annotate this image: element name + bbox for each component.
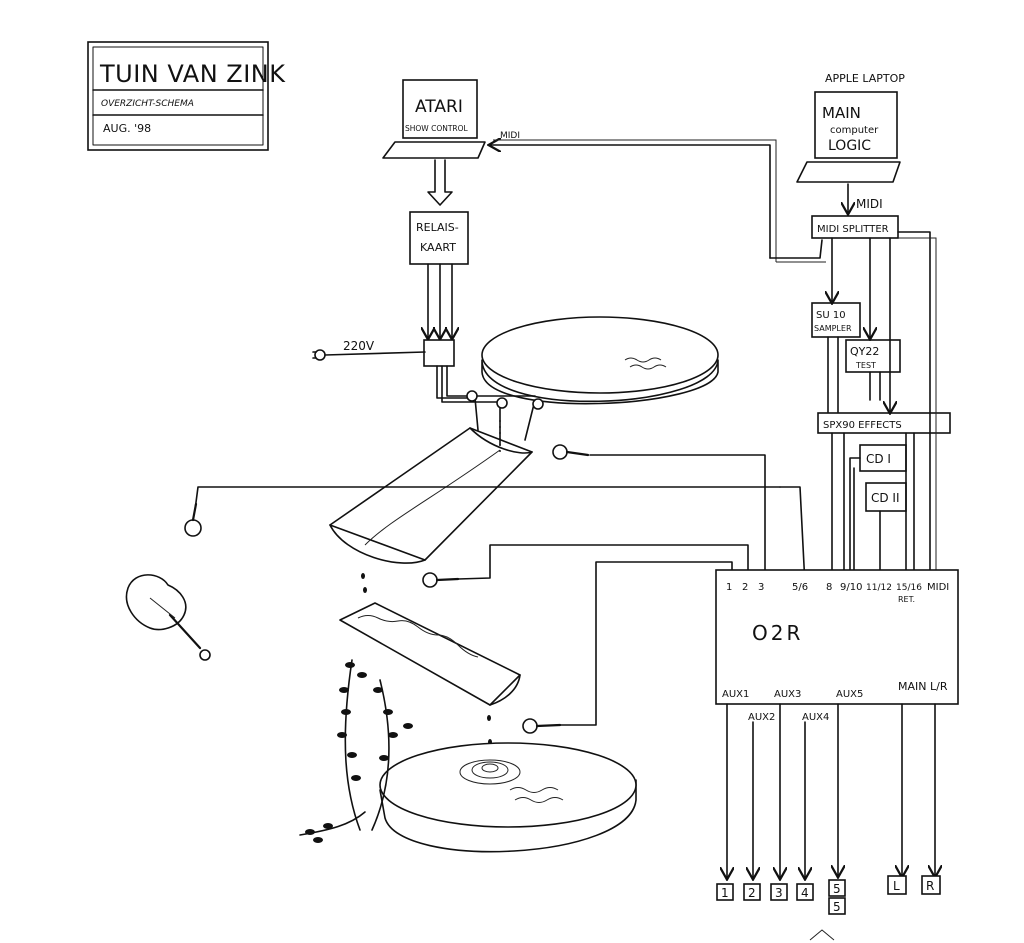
microphone-upper (552, 444, 765, 585)
midi-label: MIDI (856, 197, 883, 211)
relais-line2: KAART (420, 241, 456, 254)
mixer-input-5-6: 5/6 (792, 582, 808, 593)
midi-to-atari-label: MIDI (500, 131, 520, 141)
apple-laptop: APPLE LAPTOP MAIN computer LOGIC (796, 72, 905, 183)
speaker-5a-label: 5 (833, 882, 841, 896)
qy22-line2: TEST (855, 361, 876, 370)
diagram-title: TUIN VAN ZINK (99, 60, 286, 88)
right-side-cables (828, 231, 936, 585)
cable-to-5-6 (779, 486, 805, 585)
speaker-2-label: 2 (748, 886, 756, 900)
diagram-date: AUG. '98 (103, 122, 151, 135)
speaker-5b-label: 5 (833, 900, 841, 914)
speaker-l: L (887, 875, 907, 895)
speaker-4-label: 4 (801, 886, 809, 900)
mixer-input-2: 2 (742, 582, 748, 593)
apple-line3: LOGIC (828, 138, 871, 154)
mixer-input-9-10: 9/10 (840, 582, 862, 593)
relais-kaart: RELAIS- KAART (409, 211, 469, 265)
atari-computer: ATARI SHOW CONTROL (382, 79, 486, 159)
lower-water-basin (379, 742, 637, 853)
diagram-subtitle: OVERZICHT-SCHEMA (101, 99, 194, 109)
speaker-1: 1 (716, 883, 734, 901)
power-plug-icon: 220V (312, 339, 426, 361)
cd-player-1: CD I (859, 444, 907, 472)
mixer-input-1: 1 (726, 582, 732, 593)
apple-line1: MAIN (822, 104, 861, 122)
speaker-1-label: 1 (721, 886, 729, 900)
cd1-label: CD I (866, 452, 891, 466)
title-block: TUIN VAN ZINK OVERZICHT-SCHEMA AUG. '98 (87, 41, 286, 151)
water-valves (466, 390, 544, 455)
su10-sampler: SU 10 SAMPLER (811, 302, 861, 338)
speaker-3: 3 (770, 883, 788, 901)
output-cables (727, 703, 935, 878)
relais-cables (424, 263, 536, 403)
speaker-5a: 5 (828, 879, 846, 897)
mixer-output-aux2: AUX2 (748, 712, 775, 723)
speaker-2: 2 (743, 883, 761, 901)
o2r-mixer: 1 2 3 5/6 8 9/10 11/12 15/16 MIDI RET. O… (715, 569, 959, 705)
mixer-output-aux3: AUX3 (774, 689, 801, 700)
apple-line2: computer (830, 125, 879, 136)
midi-splitter: MIDI SPLITTER (811, 215, 899, 239)
mixer-input-15-16: 15/16 (896, 583, 922, 593)
speaker-5b: 5 (828, 897, 846, 915)
mixer-ret-label: RET. (898, 595, 915, 604)
mixer-input-11-12: 11/12 (866, 583, 892, 593)
su10-line1: SU 10 (816, 310, 846, 321)
upper-water-basin (481, 316, 719, 405)
mixer-output-aux4: AUX4 (802, 712, 829, 723)
speaker-l-label: L (893, 879, 900, 893)
mixer-output-aux1: AUX1 (722, 689, 749, 700)
mixer-input-midi: MIDI (927, 582, 949, 593)
speaker-r-label: R (926, 879, 934, 893)
microphone-lower (522, 561, 732, 734)
atari-to-relais-arrow (427, 159, 453, 206)
atari-role: SHOW CONTROL (405, 124, 469, 133)
qy22-sequencer: QY22 TEST (845, 339, 901, 373)
mixer-output-aux5: AUX5 (836, 689, 863, 700)
spx90-label: SPX90 EFFECTS (823, 420, 902, 431)
qy22-line1: QY22 (850, 345, 879, 358)
mixer-input-3: 3 (758, 582, 764, 593)
violin-icon (125, 574, 211, 661)
speaker-4: 4 (796, 883, 814, 901)
speaker-r: R (921, 875, 941, 895)
cd2-label: CD II (871, 491, 900, 505)
power-label: 220V (343, 339, 375, 353)
lower-zinc-chute (339, 602, 521, 706)
microphone-middle (422, 544, 748, 587)
midi-splitter-label: MIDI SPLITTER (817, 224, 889, 235)
midi-cable-atari: MIDI (490, 131, 826, 263)
climbing-plant (299, 659, 413, 843)
page-mark (809, 929, 835, 941)
su10-line2: SAMPLER (814, 324, 852, 333)
relais-line1: RELAIS- (416, 221, 459, 234)
mixer-output-main-lr: MAIN L/R (898, 680, 948, 693)
mixer-name: O2R (752, 621, 803, 645)
atari-name: ATARI (415, 97, 463, 117)
microphone-left (184, 486, 781, 537)
cd-player-2: CD II (865, 482, 907, 512)
mixer-input-8: 8 (826, 582, 832, 593)
apple-caption: APPLE LAPTOP (825, 72, 905, 85)
upper-zinc-chute (329, 427, 533, 564)
speaker-3-label: 3 (775, 886, 783, 900)
water-drops (361, 573, 492, 745)
